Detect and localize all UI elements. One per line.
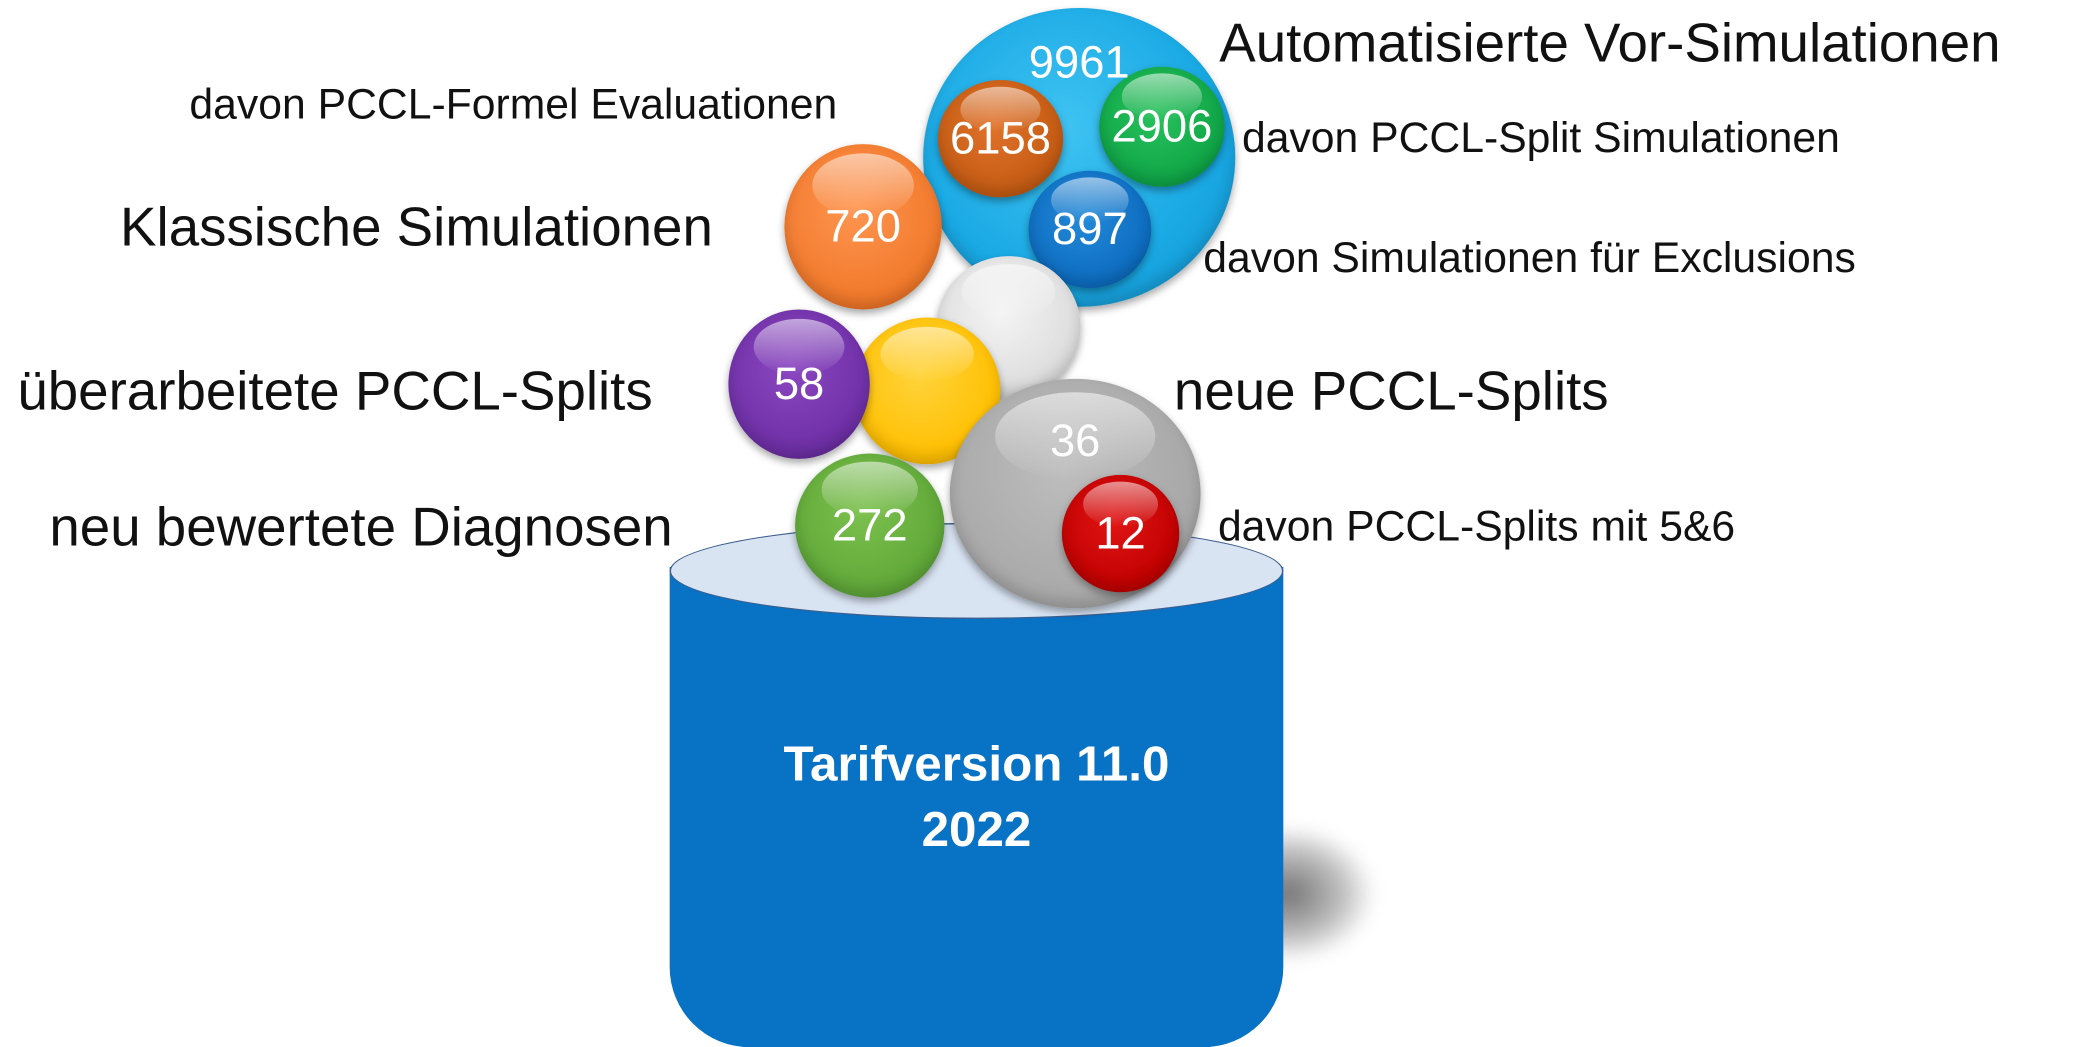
bubble-value: 720 — [825, 200, 901, 252]
barrel-body — [669, 566, 1284, 1047]
bubble-value: 58 — [773, 358, 825, 409]
label-davon-simulationen-fuer-exclusions: davon Simulationen für Exclusions — [1203, 233, 1856, 282]
label-neue-pccl-splits: neue PCCL-Splits — [1173, 360, 1609, 422]
bubble-pccl-splits-mit-5-6: 12 — [1061, 474, 1180, 593]
barrel-label-line2: 2022 — [921, 801, 1032, 857]
label-ueberarbeitete-pccl-splits: überarbeitete PCCL-Splits — [17, 360, 653, 422]
bubble-pccl-split-simulationen: 2906 — [1099, 66, 1225, 187]
bubble-neu-bewertete-diagnosen: 272 — [795, 453, 945, 598]
bubble-value: 36 — [1049, 416, 1101, 467]
label-klassische-simulationen: Klassische Simulationen — [120, 196, 713, 258]
label-neu-bewertete-diagnosen: neu bewertete Diagnosen — [49, 496, 673, 558]
diagram-canvas: Tarifversion 11.0 2022 9961 6158 2906 89… — [17, 8, 2001, 1047]
bubble-value: 6158 — [950, 112, 1051, 164]
label-davon-pccl-split-simulationen: davon PCCL-Split Simulationen — [1241, 113, 1840, 162]
barrel-label: Tarifversion 11.0 2022 — [670, 731, 1284, 862]
bubble-value: 9961 — [1028, 37, 1130, 89]
bubble-pccl-formel-evaluationen: 6158 — [937, 80, 1064, 198]
barrel-label-line1: Tarifversion 11.0 — [783, 736, 1170, 792]
label-davon-pccl-splits-mit-5-6: davon PCCL-Splits mit 5&6 — [1217, 501, 1736, 550]
bubble-value: 897 — [1052, 203, 1128, 255]
bubble-value: 272 — [831, 499, 908, 551]
bubble-ueberarbeitete-pccl-splits: 58 — [728, 309, 870, 459]
label-davon-pccl-formel-evaluationen: davon PCCL-Formel Evaluationen — [189, 80, 838, 129]
bubble-klassische-simulationen: 720 — [784, 144, 942, 310]
label-automatisierte-vor-simulationen: Automatisierte Vor-Simulationen — [1219, 12, 2001, 74]
bubble-value: 12 — [1095, 507, 1146, 559]
bubble-value: 2906 — [1111, 100, 1213, 152]
